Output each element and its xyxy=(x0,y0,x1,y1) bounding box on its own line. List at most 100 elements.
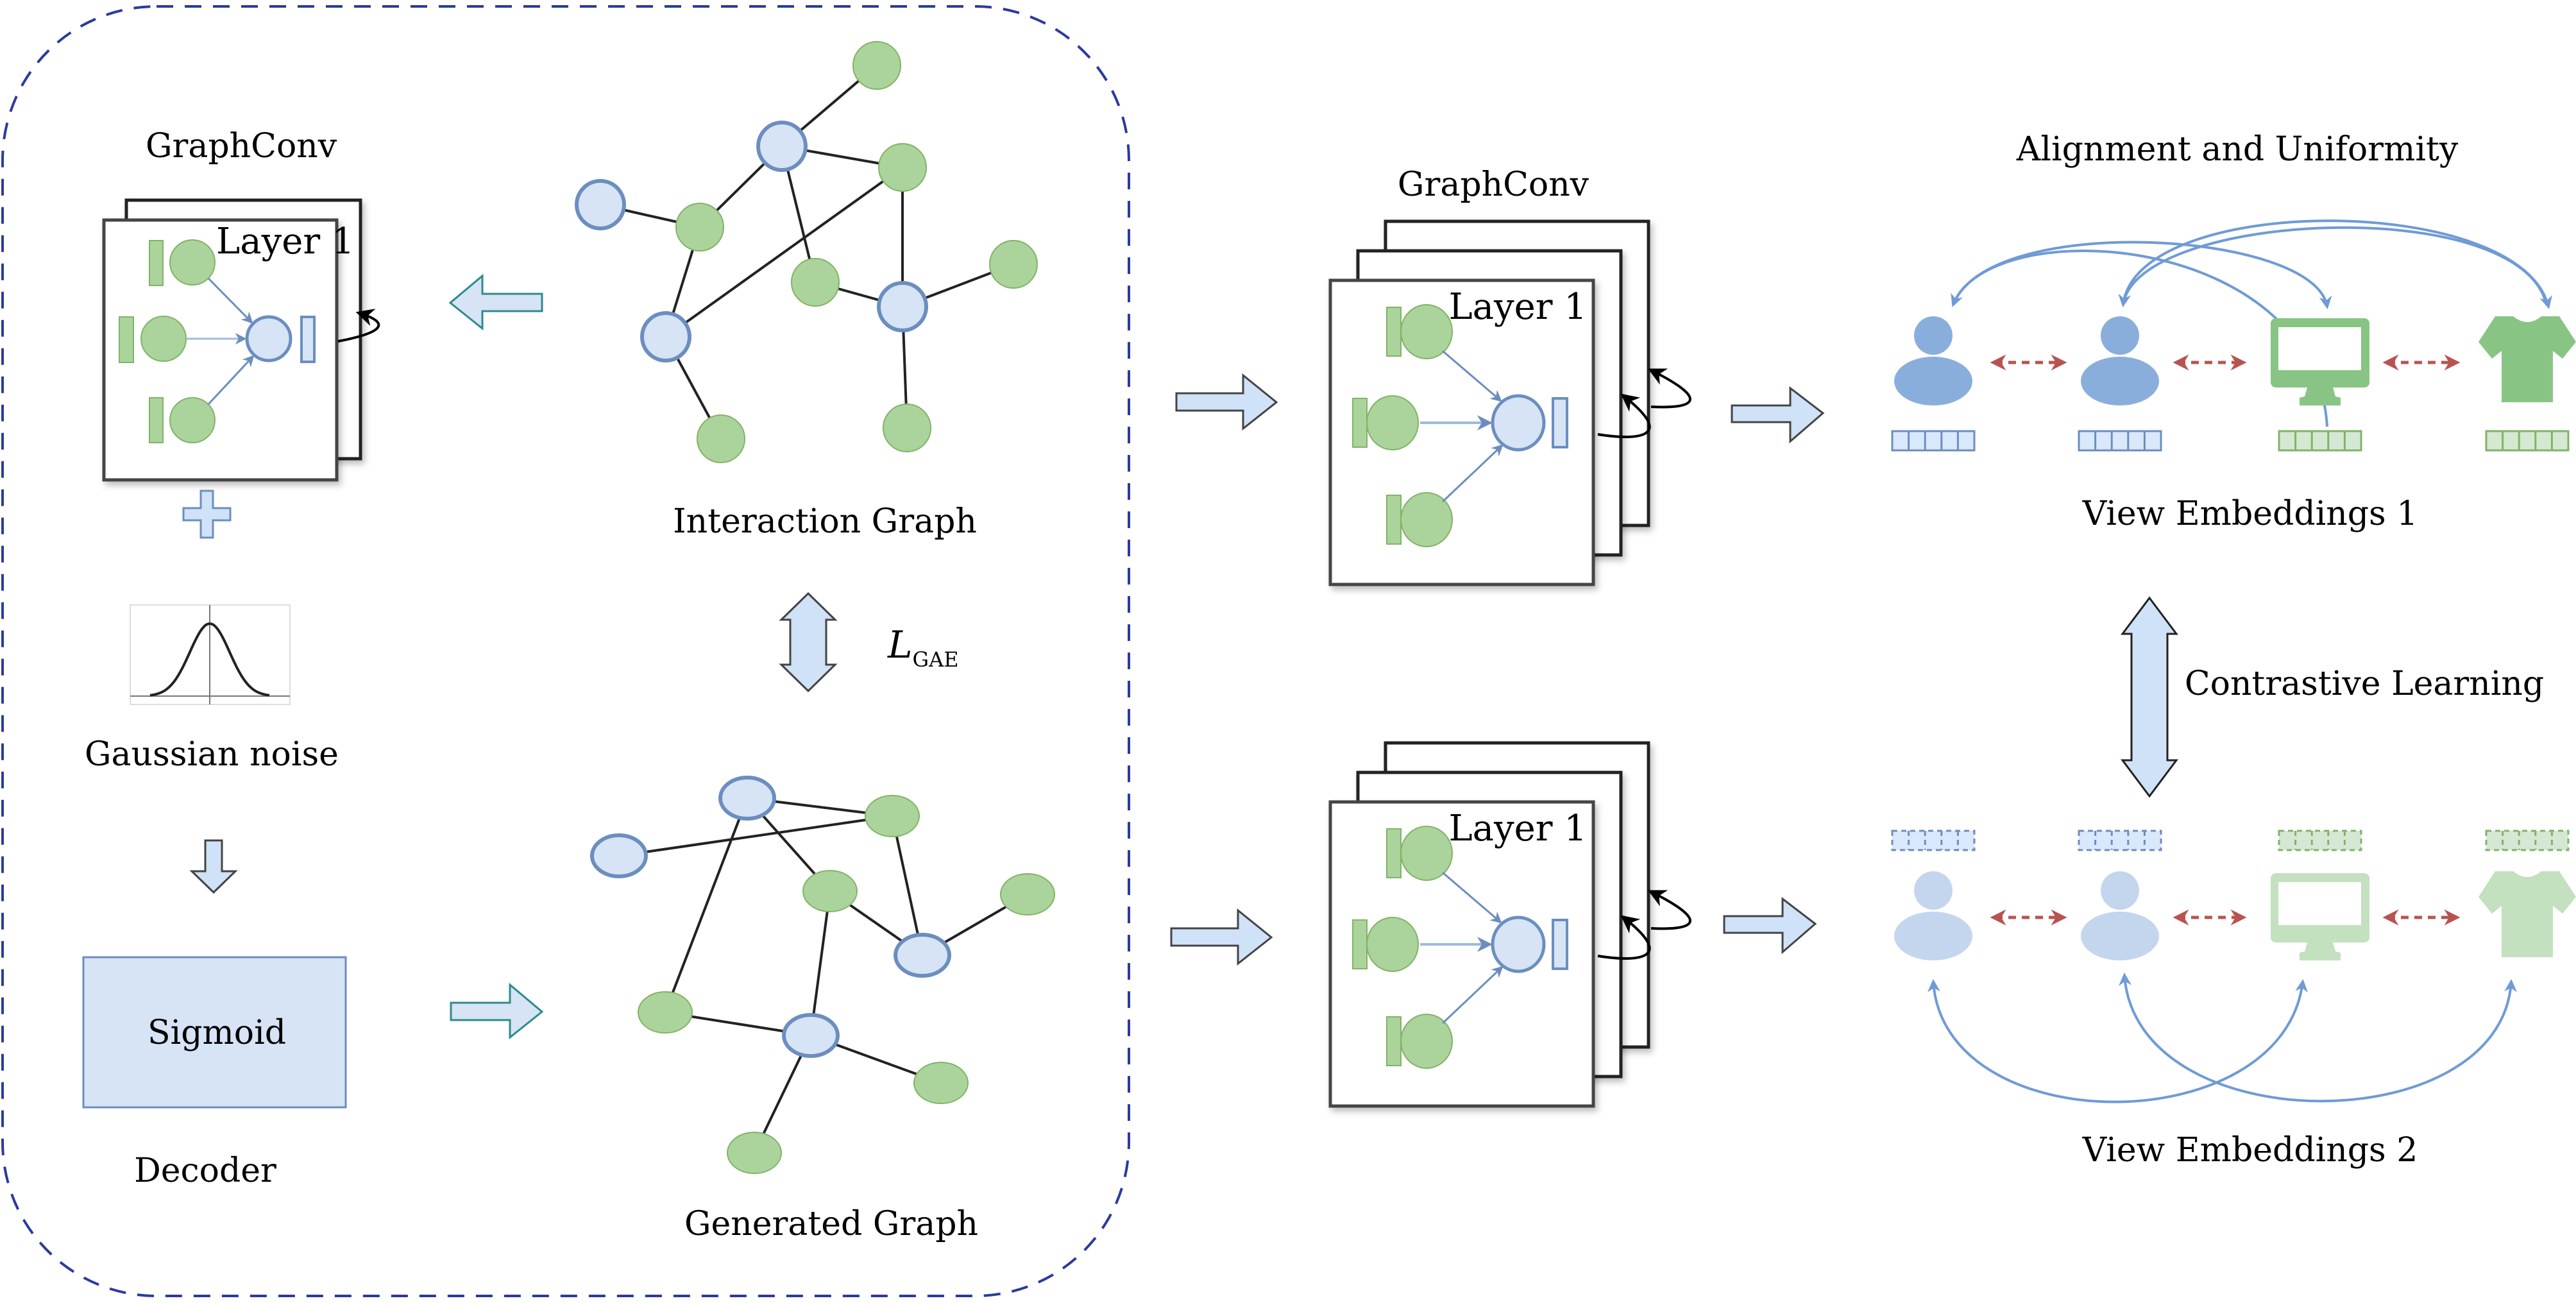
feature-vector-icon xyxy=(1386,1016,1402,1066)
item-node xyxy=(697,414,745,463)
user-icon xyxy=(2081,316,2159,405)
gaussian-curve-icon xyxy=(130,604,291,705)
decoder-label: Decoder xyxy=(134,1152,276,1190)
layer-card-front xyxy=(102,218,339,482)
item-node xyxy=(638,991,693,1034)
layer-label: Layer 1 xyxy=(1448,286,1587,328)
layer-recurrence-arrow xyxy=(1597,915,1651,960)
embedding-vector xyxy=(2485,430,2570,452)
sigmoid-box xyxy=(82,956,347,1109)
item-node xyxy=(865,795,920,837)
embedding-vector xyxy=(2078,830,2162,851)
view-encoder-1-title: GraphConv xyxy=(1398,166,1589,204)
view-embeddings-2 xyxy=(1891,830,2576,960)
neighbor-node-icon xyxy=(169,239,216,285)
gae-module-boundary xyxy=(1,5,1130,1297)
generated-graph xyxy=(590,776,1055,1174)
feature-vector-icon xyxy=(1352,398,1368,448)
graph-edge xyxy=(664,797,749,1013)
message-arrow xyxy=(1441,966,1504,1025)
user-node xyxy=(640,311,691,362)
uniformity-arc xyxy=(2119,973,2517,1103)
user-node xyxy=(877,281,928,332)
gae-loss-subscript: GAE xyxy=(913,647,959,672)
message-arrow xyxy=(1441,444,1504,503)
neighbor-node-icon xyxy=(1400,304,1453,359)
alignment-title: Alignment and Uniformity xyxy=(2016,130,2459,169)
right-arrow-teal xyxy=(450,982,544,1040)
item-node xyxy=(727,1132,782,1174)
item-node xyxy=(802,870,858,912)
layer-recurrence-arrow xyxy=(1597,393,1651,438)
neighbor-node-icon xyxy=(1400,826,1453,881)
feature-vector-icon xyxy=(1386,495,1402,545)
item-node xyxy=(675,203,724,251)
graph-edge xyxy=(618,815,893,857)
user-node xyxy=(894,933,951,978)
interaction-graph xyxy=(575,41,1038,463)
generated-graph-label: Generated Graph xyxy=(684,1205,978,1243)
left-graphconv: GraphConv Layer 1 xyxy=(102,127,380,482)
right-arrow xyxy=(1170,908,1273,966)
left-graphconv-title: GraphConv xyxy=(146,127,337,166)
feature-vector-icon xyxy=(1352,919,1368,969)
neighbor-node-icon xyxy=(1400,1014,1453,1069)
view-embeddings-1 xyxy=(1891,316,2576,452)
interaction-graph-label: Interaction Graph xyxy=(673,502,977,541)
contrastive-learning-label: Contrastive Learning xyxy=(2185,665,2544,703)
graph-edge xyxy=(809,890,831,1036)
view-embeddings-2-label: View Embeddings 2 xyxy=(2082,1131,2418,1170)
uniformity-arc xyxy=(1928,979,2308,1103)
neighbor-node-icon xyxy=(169,397,216,443)
monitor-icon xyxy=(2271,318,2369,405)
item-node xyxy=(883,404,931,452)
aggregated-vector-icon xyxy=(300,316,316,363)
right-arrow xyxy=(1175,373,1278,431)
layer-label: Layer 1 xyxy=(1448,808,1587,849)
left-arrow xyxy=(448,273,543,331)
target-node-icon xyxy=(1491,394,1546,452)
down-arrow xyxy=(189,839,238,894)
message-arrow xyxy=(207,277,253,324)
view-embeddings-1-label: View Embeddings 1 xyxy=(2082,495,2418,533)
user-node xyxy=(756,121,808,172)
graph-edge xyxy=(891,815,924,956)
feature-vector-icon xyxy=(1386,828,1402,878)
feature-vector-icon xyxy=(149,397,164,443)
embedding-vector xyxy=(2078,430,2162,452)
tshirt-icon xyxy=(2479,316,2576,402)
embedding-vector xyxy=(2278,830,2362,851)
layer-recurrence-arrow xyxy=(1647,368,1691,409)
sigmoid-label: Sigmoid xyxy=(148,1014,286,1052)
gae-loss-symbol: L xyxy=(887,623,913,667)
feature-vector-icon xyxy=(1386,307,1402,357)
contrastive-double-arrow xyxy=(2121,596,2178,798)
plus-icon xyxy=(182,490,232,539)
layer-recurrence-arrow xyxy=(337,309,380,343)
gcn-layer-schematic xyxy=(119,239,316,443)
gae-loss-label: LGAE xyxy=(887,623,959,672)
item-node xyxy=(989,240,1038,289)
tshirt-icon xyxy=(2479,871,2576,957)
gaussian-noise-label: Gaussian noise xyxy=(85,735,339,774)
embedding-vector xyxy=(1891,830,1976,851)
user-node xyxy=(718,776,776,821)
view-encoder-2: Layer 1 xyxy=(1328,741,1691,1108)
item-node xyxy=(1000,873,1055,916)
layer-recurrence-arrow xyxy=(1647,890,1691,930)
graph-edge xyxy=(665,166,904,338)
item-node xyxy=(852,41,901,90)
view-encoder-1: Layer 1 xyxy=(1328,219,1691,586)
message-arrow xyxy=(1442,350,1502,402)
feature-vector-icon xyxy=(149,240,164,286)
user-icon xyxy=(1894,316,1972,405)
neighbor-node-icon xyxy=(1400,492,1453,547)
neighbor-node-icon xyxy=(140,316,187,362)
feature-vector-icon xyxy=(119,316,134,363)
item-node xyxy=(878,143,927,192)
aggregated-vector-icon xyxy=(1552,919,1568,970)
item-node xyxy=(913,1062,969,1104)
right-arrow xyxy=(1723,896,1817,955)
neighbor-node-icon xyxy=(1366,395,1419,450)
